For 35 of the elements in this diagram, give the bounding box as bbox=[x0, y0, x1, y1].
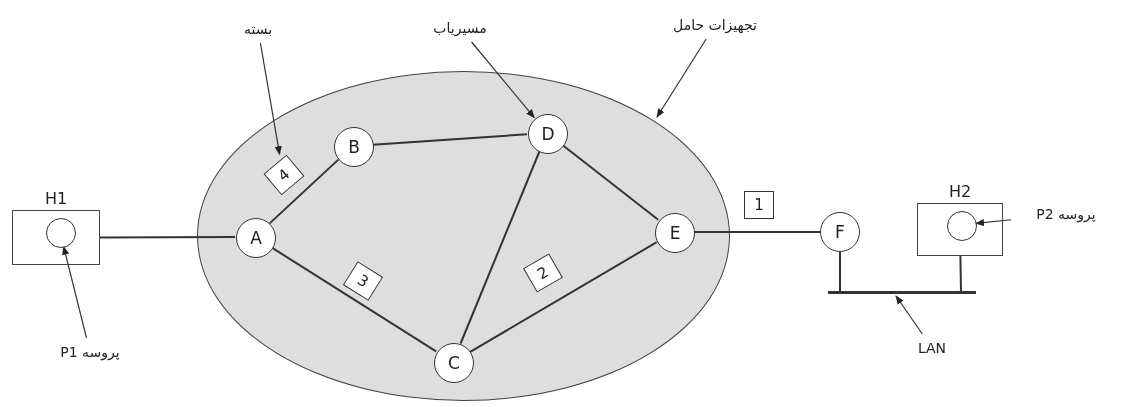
leader-line bbox=[656, 38, 707, 118]
process-circle bbox=[947, 211, 977, 241]
callout-label: پروسه P1 bbox=[40, 340, 140, 364]
host-label: H2 bbox=[948, 181, 972, 203]
callout-label: تجهیزات حامل bbox=[655, 13, 775, 37]
link-line bbox=[99, 236, 236, 239]
router-circle: D bbox=[528, 114, 568, 154]
process-circle bbox=[46, 218, 76, 248]
packet-marker: 1 bbox=[744, 191, 774, 219]
leader-line bbox=[471, 41, 535, 119]
leader-line bbox=[895, 295, 923, 335]
packet-marker: 4 bbox=[263, 154, 305, 196]
link-line bbox=[268, 158, 340, 225]
router-circle: A bbox=[236, 218, 276, 258]
link-line bbox=[693, 231, 821, 233]
link-line bbox=[469, 241, 658, 353]
host-label: H1 bbox=[44, 188, 68, 210]
callout-label: پروسه P2 bbox=[1013, 202, 1119, 226]
link-line bbox=[561, 144, 660, 221]
lan-bus-line bbox=[828, 291, 976, 294]
leader-line bbox=[259, 42, 282, 156]
callout-label: مسیریاب bbox=[415, 16, 505, 40]
router-circle: E bbox=[655, 213, 695, 253]
link-line bbox=[839, 251, 841, 294]
link-line bbox=[459, 150, 541, 345]
router-circle: F bbox=[820, 212, 860, 252]
leader-line bbox=[975, 219, 1012, 227]
callout-label: بسته bbox=[228, 17, 288, 41]
leader-line bbox=[62, 245, 88, 339]
callout-label: LAN bbox=[907, 336, 957, 360]
packet-marker: 3 bbox=[342, 261, 384, 301]
packet-marker: 2 bbox=[523, 253, 563, 293]
router-circle: C bbox=[434, 343, 474, 383]
router-circle: B bbox=[334, 127, 374, 167]
link-line bbox=[959, 255, 962, 294]
